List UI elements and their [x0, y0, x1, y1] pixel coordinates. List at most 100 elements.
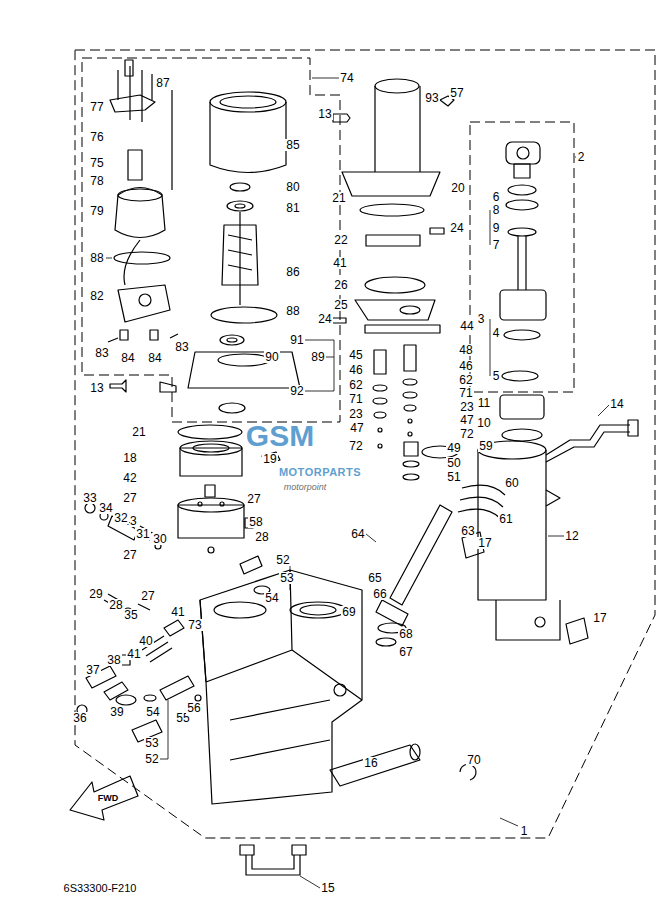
callout-number: 13 [89, 382, 104, 394]
callout-number: 27 [122, 549, 137, 561]
callout-number: 40 [138, 635, 153, 647]
callout-number: 44 [459, 320, 474, 332]
callout-number: 77 [89, 101, 104, 113]
callout-number: 62 [458, 374, 473, 386]
callout-number: 24 [449, 222, 464, 234]
group-outline-2 [470, 122, 574, 392]
forward-arrow [70, 776, 138, 820]
callout-number: 71 [458, 387, 473, 399]
motor-end-cap [108, 60, 178, 392]
callout-number: 18 [122, 452, 137, 464]
callout-number: 53 [144, 737, 159, 749]
callout-number: 10 [476, 417, 491, 429]
group-outline-1 [75, 50, 655, 838]
callout-number: 2 [577, 151, 586, 163]
callout-number: 17 [477, 537, 492, 549]
callout-number: 17 [592, 612, 607, 624]
callout-number: 26 [333, 279, 348, 291]
callout-number: 52 [144, 753, 159, 765]
callout-number: 50 [446, 457, 461, 469]
callout-number: 23 [348, 408, 363, 420]
callout-number: 84 [147, 352, 162, 364]
callout-number: 35 [123, 609, 138, 621]
callout-number: 47 [459, 414, 474, 426]
motor-assembly [160, 92, 300, 413]
callout-number: 61 [498, 513, 513, 525]
callout-number: 64 [350, 528, 365, 540]
callout-number: 88 [89, 252, 104, 264]
callout-number: 48 [458, 344, 473, 356]
callout-number: 41 [332, 257, 347, 269]
callout-number: 39 [109, 706, 124, 718]
direction-mark: FWD [97, 793, 120, 803]
callout-number: 70 [466, 754, 481, 766]
callout-number: 41 [170, 606, 185, 618]
drawing-code: 6S33300-F210 [63, 882, 138, 894]
callout-number: 67 [398, 646, 413, 658]
callout-number: 82 [89, 290, 104, 302]
callout-number: 32 [113, 512, 128, 524]
callout-number: 85 [285, 139, 300, 151]
callout-number: 28 [108, 599, 123, 611]
callout-number: 36 [72, 712, 87, 724]
accumulator [376, 485, 505, 646]
callout-number: 60 [504, 477, 519, 489]
reservoir [332, 79, 454, 333]
callout-number: 54 [264, 592, 279, 604]
callout-number: 80 [285, 181, 300, 193]
callout-number: 16 [363, 757, 378, 769]
callout-number: 13 [317, 108, 332, 120]
callout-number: 23 [459, 401, 474, 413]
callout-number: 46 [348, 364, 363, 376]
callout-number: 5 [492, 370, 501, 382]
watermark: GSM [245, 420, 315, 452]
shaft-and-tube [240, 744, 476, 875]
callout-number: 89 [310, 351, 325, 363]
callout-number: 30 [152, 533, 167, 545]
callout-number: 38 [106, 654, 121, 666]
callout-number: 9 [492, 222, 501, 234]
callout-number: 54 [145, 706, 160, 718]
callout-number: 92 [289, 385, 304, 397]
callout-number: 83 [174, 341, 189, 353]
callout-number: 11 [477, 397, 491, 409]
callout-number: 14 [609, 398, 624, 410]
callout-number: 75 [89, 157, 104, 169]
callout-number: 20 [450, 182, 465, 194]
callout-number: 3 [477, 313, 486, 325]
side-valves [77, 503, 270, 742]
callout-number: 73 [187, 619, 202, 631]
callout-number: 58 [248, 516, 263, 528]
callout-number: 47 [349, 422, 364, 434]
callout-number: 1 [520, 825, 529, 837]
callout-number: 56 [186, 702, 201, 714]
callout-number: 21 [131, 426, 146, 438]
callout-number: 27 [122, 492, 137, 504]
valve-stack [373, 345, 458, 480]
callout-number: 88 [285, 305, 300, 317]
callout-number: 91 [289, 334, 304, 346]
callout-number: 68 [398, 628, 413, 640]
callout-number: 24 [317, 313, 332, 325]
callout-number: 12 [564, 530, 579, 542]
callout-number: 37 [85, 664, 100, 676]
tilt-cylinder [462, 142, 638, 644]
callout-number: 63 [460, 525, 475, 537]
callout-number: 90 [264, 351, 279, 363]
callout-number: 78 [89, 175, 104, 187]
callout-number: 53 [279, 572, 294, 584]
callout-number: 25 [333, 299, 348, 311]
watermark: motorpoint [283, 482, 328, 492]
callout-number: 46 [458, 360, 473, 372]
callout-number: 81 [285, 202, 300, 214]
callout-number: 76 [89, 131, 104, 143]
callout-number: 51 [446, 471, 461, 483]
callout-number: 15 [320, 882, 335, 894]
callout-number: 33 [82, 492, 97, 504]
callout-number: 52 [275, 554, 290, 566]
callout-number: 7 [492, 239, 501, 251]
manifold-body [200, 570, 362, 804]
callout-number: 71 [348, 393, 363, 405]
